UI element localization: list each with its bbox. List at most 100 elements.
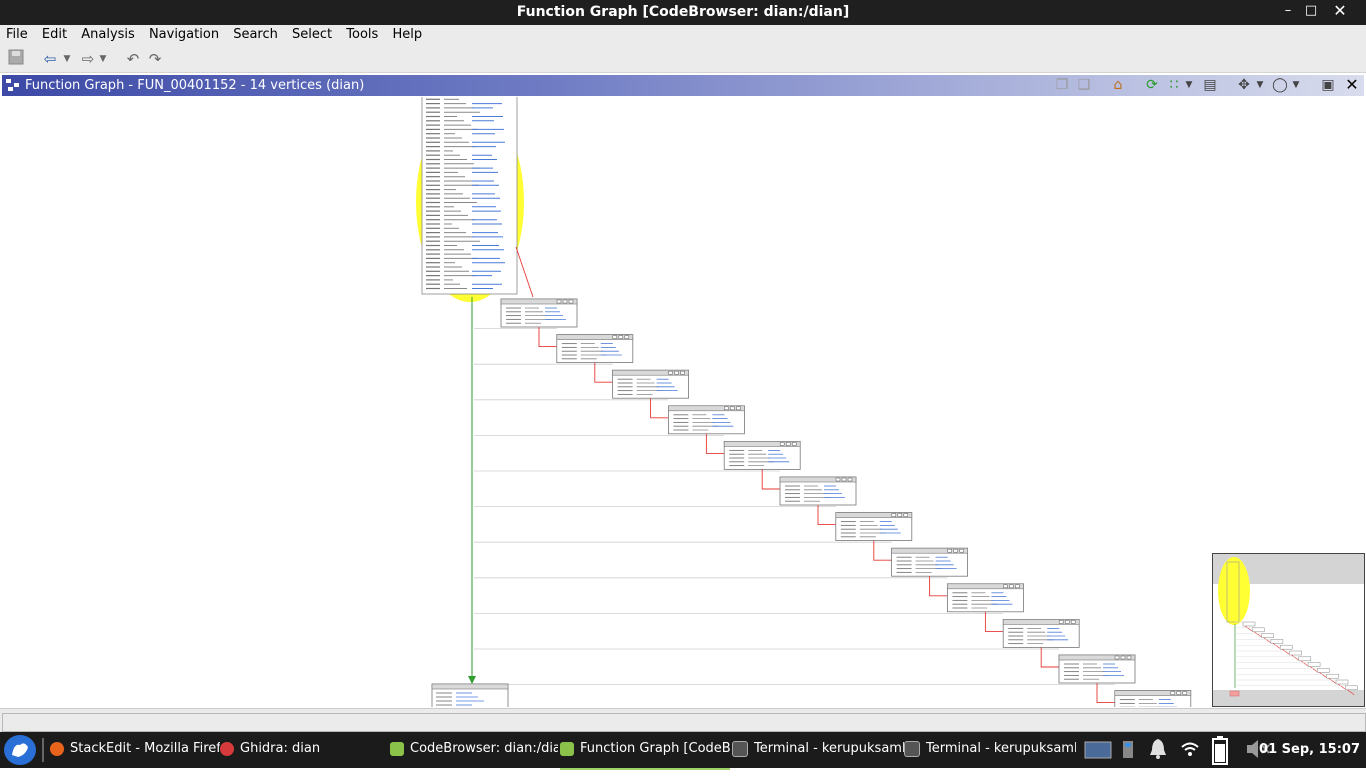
status-bar bbox=[0, 708, 1366, 733]
vertex-button bbox=[668, 370, 673, 375]
task-codebrowser[interactable]: CodeBrowser: dian:/dian bbox=[390, 732, 558, 768]
layout-dropdown-icon[interactable]: ▼ bbox=[1185, 80, 1193, 90]
function-graph-header: Function Graph - FUN_00401152 - 14 verti… bbox=[2, 75, 1364, 96]
vertex-button bbox=[791, 442, 797, 446]
vertex-header bbox=[947, 583, 1024, 590]
edge-false bbox=[761, 469, 780, 490]
workspace-switcher-icon[interactable] bbox=[1083, 732, 1113, 768]
satellite-vertex bbox=[1326, 673, 1339, 679]
menu-help[interactable]: Help bbox=[392, 27, 423, 42]
notification-bell-icon[interactable] bbox=[1146, 732, 1170, 768]
vertex-header bbox=[500, 298, 578, 305]
battery-icon[interactable] bbox=[1210, 732, 1230, 768]
save-icon[interactable] bbox=[6, 49, 26, 69]
task-label: Terminal - kerupuksamb... bbox=[926, 741, 1076, 756]
maximize-icon[interactable]: □ bbox=[1304, 3, 1318, 18]
back-arrow-icon[interactable]: ⇦ bbox=[43, 50, 57, 68]
forward-arrow-icon[interactable]: ⇨ bbox=[81, 50, 95, 68]
field-format-icon[interactable]: ▤ bbox=[1203, 77, 1217, 93]
satellite-vertex bbox=[1242, 621, 1256, 627]
redo-icon[interactable]: ↷ bbox=[148, 50, 162, 68]
task-label: Terminal - kerupuksamb... bbox=[754, 741, 904, 756]
vertex-header bbox=[668, 405, 745, 412]
function-graph[interactable] bbox=[2, 97, 1364, 707]
edge-false bbox=[817, 505, 836, 526]
vertex-button bbox=[779, 442, 785, 446]
satellite-edge bbox=[1291, 654, 1299, 661]
vertex-button bbox=[1009, 584, 1014, 589]
vertex-button bbox=[680, 370, 685, 375]
edge-false bbox=[705, 433, 725, 454]
vertex-button bbox=[841, 477, 847, 482]
task-ghidra[interactable]: Ghidra: dian bbox=[220, 732, 320, 768]
task-function-graph[interactable]: Function Graph [CodeBr... bbox=[560, 732, 730, 770]
satellite-edge bbox=[1282, 648, 1290, 655]
vertex-header bbox=[556, 334, 634, 340]
vertex-button bbox=[1064, 620, 1070, 624]
satellite-vertex bbox=[1298, 656, 1312, 662]
layout-icon[interactable]: ∷ bbox=[1169, 77, 1179, 93]
satellite-vertex bbox=[1289, 650, 1302, 656]
edge-false bbox=[515, 246, 534, 298]
menu-bar: File Edit Analysis Navigation Search Sel… bbox=[0, 25, 1366, 46]
edge-false bbox=[929, 576, 948, 597]
task-label: CodeBrowser: dian:/dian bbox=[410, 741, 558, 756]
volume-muted-icon[interactable] bbox=[1244, 732, 1274, 768]
menu-tools[interactable]: Tools bbox=[346, 27, 379, 42]
satellite-vertex bbox=[1252, 627, 1265, 633]
vertex-button bbox=[618, 335, 624, 339]
main-toolbar: ⇦ ▼ ⇨ ▼ ↶ ↷ bbox=[0, 46, 1366, 73]
satellite-edge bbox=[1347, 689, 1355, 696]
satellite-edge bbox=[1300, 660, 1308, 667]
copy-icon[interactable]: ❐ bbox=[1055, 77, 1069, 93]
menu-file[interactable]: File bbox=[6, 27, 28, 42]
close-icon[interactable]: ✕ bbox=[1333, 1, 1347, 20]
satellite-edge bbox=[1337, 683, 1346, 690]
menu-select[interactable]: Select bbox=[292, 27, 333, 42]
minimize-icon[interactable]: – bbox=[1284, 3, 1292, 18]
menu-search[interactable]: Search bbox=[233, 27, 278, 42]
task-terminal-1[interactable]: Terminal - kerupuksamb... bbox=[732, 732, 904, 768]
satellite-graph[interactable] bbox=[1213, 554, 1364, 706]
forward-dropdown-icon[interactable]: ▼ bbox=[99, 54, 107, 64]
satellite-view[interactable] bbox=[1212, 553, 1365, 707]
back-dropdown-icon[interactable]: ▼ bbox=[63, 54, 71, 64]
firefox-icon bbox=[50, 741, 64, 756]
menu-edit[interactable]: Edit bbox=[41, 27, 68, 42]
satellite-edge bbox=[1309, 666, 1318, 672]
navigate-icon[interactable]: ✥ bbox=[1238, 77, 1250, 93]
task-label: Function Graph [CodeBr... bbox=[580, 741, 730, 756]
snapshot-camera-icon[interactable]: ▣ bbox=[1321, 77, 1335, 93]
satellite-entry bbox=[1226, 561, 1240, 623]
storage-icon[interactable] bbox=[1120, 732, 1136, 768]
vertex-button bbox=[556, 299, 562, 304]
terminal-icon bbox=[904, 740, 920, 757]
hover-dropdown-icon[interactable]: ▼ bbox=[1292, 80, 1300, 90]
paste-icon[interactable]: ❑ bbox=[1077, 77, 1091, 93]
satellite-edge bbox=[1272, 643, 1281, 649]
edge-false bbox=[984, 611, 1004, 632]
task-terminal-2[interactable]: Terminal - kerupuksamb... bbox=[904, 732, 1076, 768]
navigate-dropdown-icon[interactable]: ▼ bbox=[1256, 80, 1264, 90]
vertex-button bbox=[674, 370, 679, 375]
refresh-icon[interactable]: ⟳ bbox=[1146, 77, 1158, 93]
home-icon[interactable]: ⌂ bbox=[1113, 77, 1123, 93]
window-titlebar[interactable]: Function Graph [CodeBrowser: dian:/dian]… bbox=[0, 0, 1366, 25]
satellite-edge bbox=[1319, 672, 1327, 678]
vertex-button bbox=[1170, 691, 1176, 695]
wifi-icon[interactable] bbox=[1180, 732, 1200, 768]
task-firefox[interactable]: StackEdit - Mozilla Firefox bbox=[50, 732, 220, 768]
menu-navigation[interactable]: Navigation bbox=[148, 27, 220, 42]
vertex-button bbox=[730, 406, 735, 411]
edge-false bbox=[873, 540, 892, 561]
edge-false bbox=[650, 398, 669, 419]
undo-icon[interactable]: ↶ bbox=[126, 50, 140, 68]
start-menu-icon[interactable] bbox=[4, 735, 36, 765]
hover-lightbulb-icon[interactable]: ◯ bbox=[1272, 77, 1288, 93]
menu-analysis[interactable]: Analysis bbox=[81, 27, 135, 42]
vertex-header bbox=[779, 476, 857, 483]
satellite-dim-bottom bbox=[1213, 690, 1364, 706]
graph-canvas[interactable] bbox=[2, 97, 1364, 707]
panel-close-icon[interactable]: ✕ bbox=[1345, 75, 1359, 94]
task-label: StackEdit - Mozilla Firefox bbox=[70, 741, 220, 756]
